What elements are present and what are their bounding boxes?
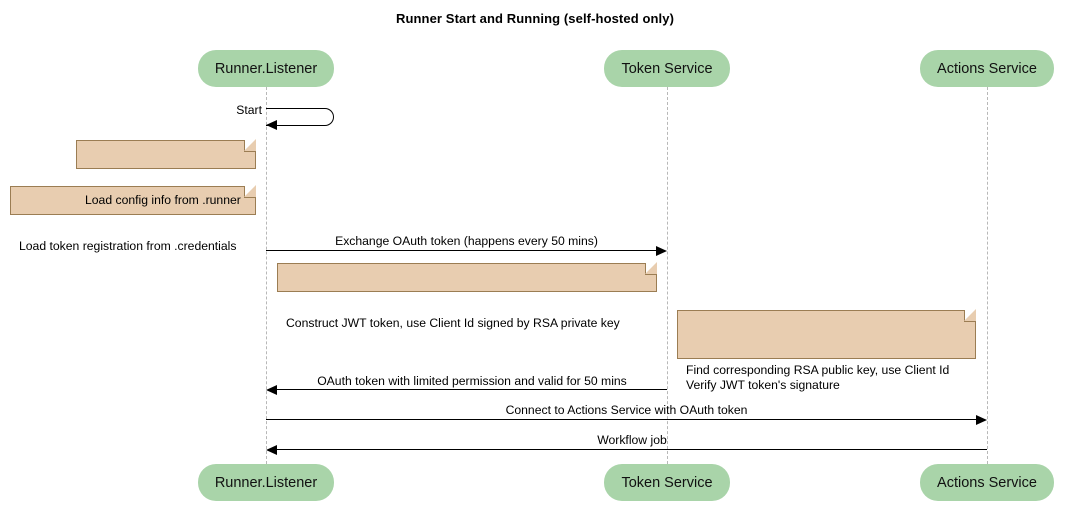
- arrowhead-oauth-token-limited: [266, 384, 277, 395]
- lifeline-actions-service: [987, 87, 988, 464]
- message-label-workflow-job: Workflow job: [597, 433, 667, 447]
- self-message-loop-start: [266, 108, 334, 126]
- participant-token-service-bottom[interactable]: Token Service: [604, 464, 730, 501]
- note-text: Load config info from .runner: [85, 192, 241, 207]
- message-label-oauth-token-limited: OAuth token with limited permission and …: [317, 374, 627, 388]
- lifeline-runner-listener: [266, 87, 267, 464]
- participant-actions-service-top[interactable]: Actions Service: [920, 50, 1054, 87]
- participant-actions-service-bottom[interactable]: Actions Service: [920, 464, 1054, 501]
- participant-runner-listener-top[interactable]: Runner.Listener: [198, 50, 334, 87]
- arrowhead-connect-actions-service: [976, 414, 987, 425]
- note-load-config-info: Load config info from .runner: [76, 139, 256, 207]
- note-fold-corner: [645, 262, 657, 275]
- note-fold-corner: [244, 185, 256, 198]
- participant-label: Token Service: [621, 474, 713, 491]
- participant-label: Token Service: [621, 60, 713, 77]
- lifeline-token-service: [667, 87, 668, 464]
- note-verify-jwt-signature: Find corresponding RSA public key, use C…: [677, 309, 976, 392]
- note-fold-corner: [964, 309, 976, 322]
- note-text: Load token registration from .credential…: [19, 238, 237, 253]
- participant-runner-listener-bottom[interactable]: Runner.Listener: [198, 464, 334, 501]
- arrowhead-start: [266, 119, 277, 130]
- message-label-start: Start: [236, 103, 262, 117]
- note-construct-jwt-token: Construct JWT token, use Client Id signe…: [277, 262, 657, 330]
- note-fold-corner: [244, 139, 256, 152]
- message-line-connect-actions-service: [266, 419, 976, 420]
- arrowhead-exchange-oauth-token: [656, 245, 667, 256]
- note-load-token-registration: Load token registration from .credential…: [10, 185, 256, 253]
- message-line-exchange-oauth-token: [266, 250, 656, 251]
- message-line-oauth-token-limited: [277, 389, 667, 390]
- message-label-connect-actions-service: Connect to Actions Service with OAuth to…: [505, 403, 748, 417]
- message-label-exchange-oauth-token: Exchange OAuth token (happens every 50 m…: [335, 234, 598, 248]
- diagram-title: Runner Start and Running (self-hosted on…: [395, 11, 675, 26]
- participant-label: Runner.Listener: [214, 60, 318, 77]
- participant-token-service-top[interactable]: Token Service: [604, 50, 730, 87]
- message-line-workflow-job: [277, 449, 987, 450]
- participant-label: Actions Service: [937, 474, 1037, 491]
- note-text: Construct JWT token, use Client Id signe…: [286, 315, 620, 330]
- participant-label: Actions Service: [937, 60, 1037, 77]
- arrowhead-workflow-job: [266, 444, 277, 455]
- note-text: Find corresponding RSA public key, use C…: [686, 362, 950, 393]
- participant-label: Runner.Listener: [214, 474, 318, 491]
